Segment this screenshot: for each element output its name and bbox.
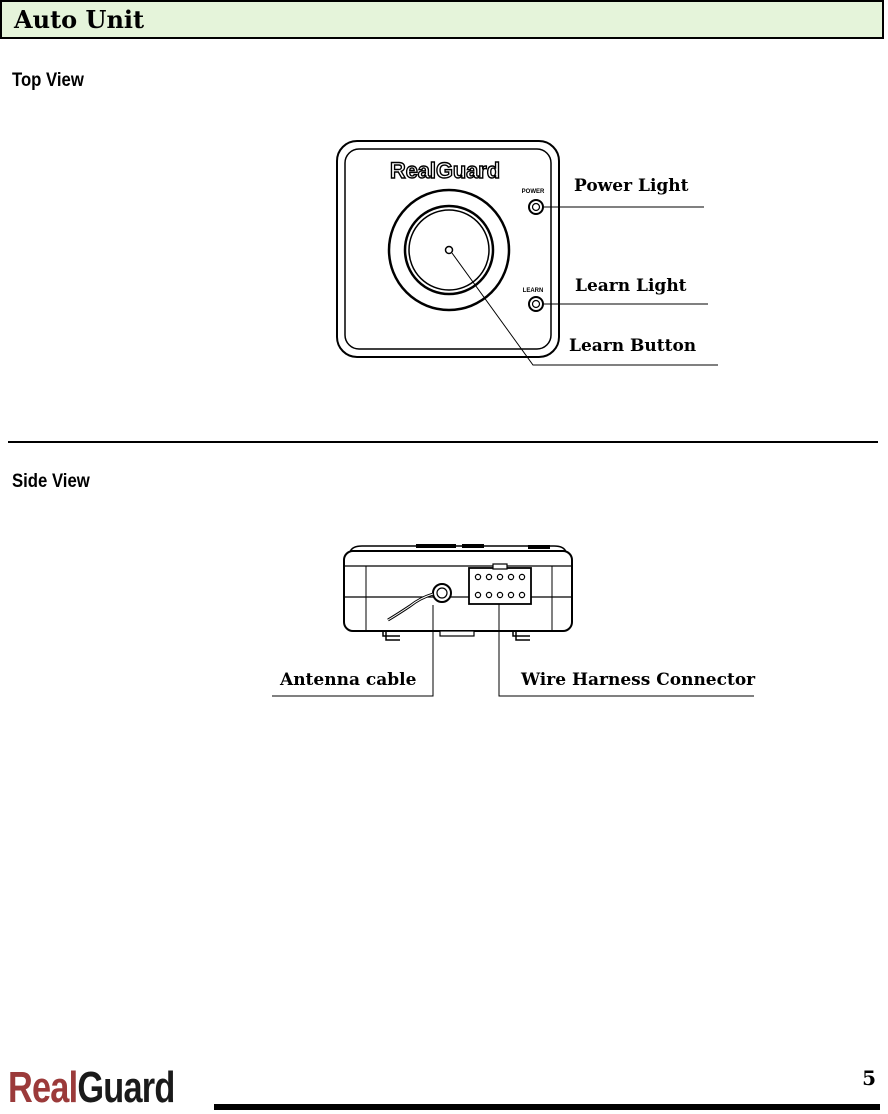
- callout-power-light: Power Light: [574, 176, 689, 196]
- learn-button-leader: [451, 252, 718, 366]
- footer-logo-guard: Guard: [77, 1063, 175, 1112]
- section-title: Auto Unit: [14, 5, 145, 34]
- page-number: 5: [862, 1066, 876, 1090]
- callout-learn-button: Learn Button: [569, 336, 697, 356]
- learn-led-label: LEARN: [523, 288, 544, 294]
- device-logo: RealGuard: [390, 158, 500, 183]
- side-body: [343, 550, 573, 632]
- footer-logo: RealGuard: [8, 1066, 175, 1110]
- harness-connector-icon: [468, 567, 532, 605]
- power-led-label: POWER: [522, 189, 545, 195]
- device-logo-plate: [387, 157, 503, 183]
- harness-pins: [474, 573, 526, 599]
- callout-learn-light: Learn Light: [575, 276, 687, 296]
- footer-logo-real: Real: [8, 1063, 78, 1112]
- harness-leader: [498, 604, 754, 697]
- callout-antenna-cable: Antenna cable: [280, 670, 417, 690]
- learn-button-center: [444, 245, 454, 255]
- footer-rule: [214, 1104, 880, 1110]
- callout-wire-harness: Wire Harness Connector: [521, 670, 756, 690]
- section-divider: [8, 441, 878, 443]
- side-view-heading: Side View: [12, 471, 90, 492]
- top-view-heading: Top View: [12, 70, 84, 91]
- section-header: Auto Unit: [0, 0, 884, 39]
- antenna-cable-leader: [272, 605, 434, 697]
